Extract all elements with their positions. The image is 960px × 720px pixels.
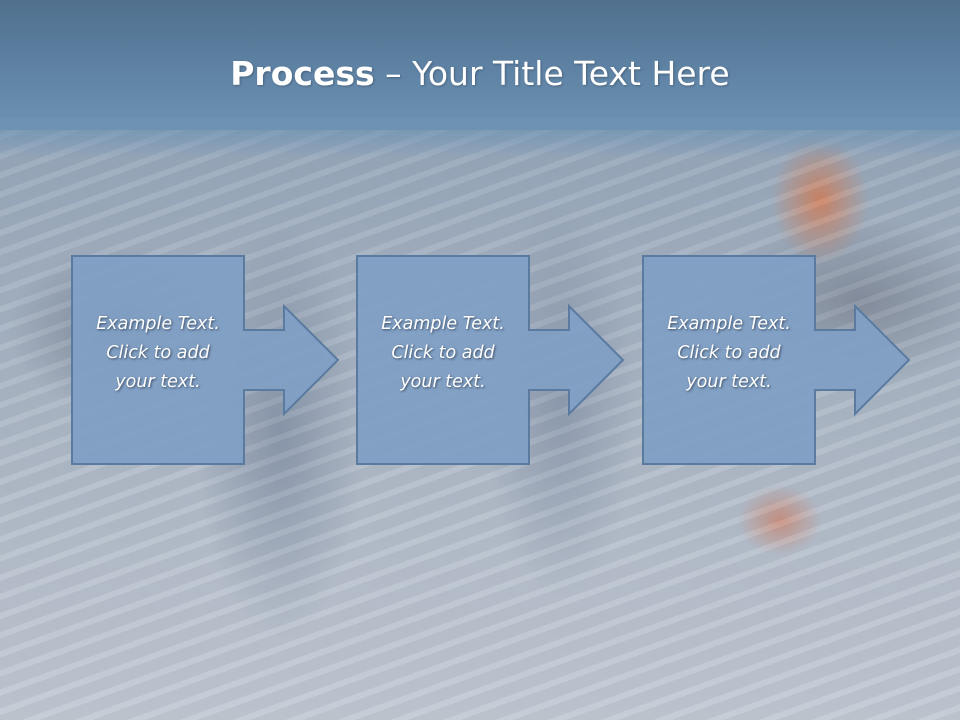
step-1-line-2: Click to add [106, 343, 210, 363]
step-1-text[interactable]: Example Text. Click to add your text. [72, 310, 244, 397]
process-arrow-shape-3 [642, 255, 911, 465]
process-arrow-shape-2 [356, 255, 625, 465]
step-1-line-3: your text. [115, 372, 201, 392]
process-arrow-shape-1 [71, 255, 340, 465]
title-bar [0, 0, 960, 130]
title-rest: – Your Title Text Here [374, 54, 730, 93]
step-2-line-2: Click to add [391, 343, 495, 363]
step-3-line-2: Click to add [677, 343, 781, 363]
process-step-1[interactable]: Example Text. Click to add your text. [71, 255, 352, 468]
step-2-text[interactable]: Example Text. Click to add your text. [357, 310, 529, 397]
step-3-line-1: Example Text. [667, 314, 791, 334]
process-step-2[interactable]: Example Text. Click to add your text. [356, 255, 637, 468]
title-bar-fade [0, 118, 960, 158]
title-bold: Process [230, 54, 375, 93]
process-step-3[interactable]: Example Text. Click to add your text. [642, 255, 923, 468]
step-2-line-1: Example Text. [381, 314, 505, 334]
step-2-line-3: your text. [400, 372, 486, 392]
step-1-line-1: Example Text. [96, 314, 220, 334]
step-3-text[interactable]: Example Text. Click to add your text. [643, 310, 815, 397]
step-3-line-3: your text. [686, 372, 772, 392]
slide-title[interactable]: Process – Your Title Text Here [0, 52, 960, 96]
